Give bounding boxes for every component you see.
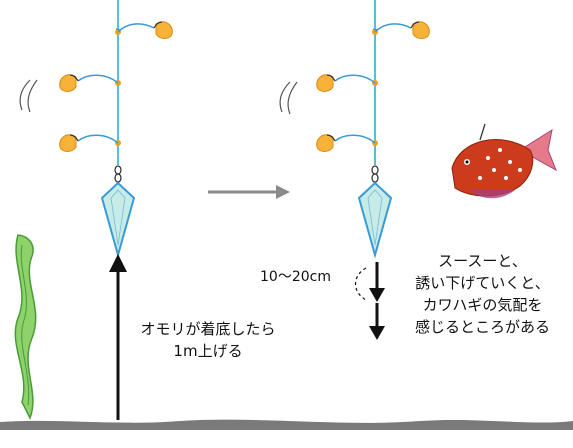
rig-left [60,0,173,255]
distance-caption: 10〜20cm [260,269,331,285]
rig-right [317,0,430,255]
motion-lines-left [19,79,38,113]
down-arrow-icon [369,262,385,340]
distance-bracket [354,267,367,301]
transition-arrow-icon [208,185,290,199]
seabed-ground [0,419,573,430]
kawahagi-fish-icon [451,123,557,199]
lift-caption: オモリが着底したら 1m上げる [140,320,276,360]
lift-arrow-icon [109,254,127,420]
sense-caption: スースーと、 誘い下げていくと、 カワハギの気配を 感じるところがある [414,252,550,336]
motion-lines-right [279,81,298,115]
seaweed-icon [14,234,37,420]
